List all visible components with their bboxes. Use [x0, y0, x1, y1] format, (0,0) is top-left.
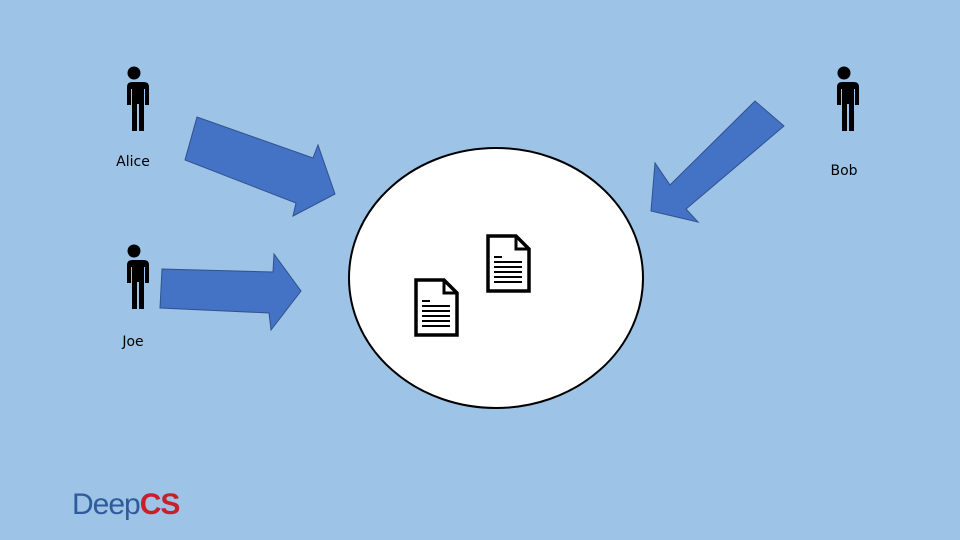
arrow-bob-icon — [650, 100, 785, 223]
person-label-alice: Alice — [116, 154, 150, 170]
arrow-joe-icon — [159, 252, 302, 332]
person-bob-icon — [834, 66, 859, 131]
person-label-joe: Joe — [122, 334, 144, 350]
document-icon — [414, 278, 459, 337]
arrow-alice-icon — [184, 116, 336, 217]
person-alice-icon — [124, 66, 149, 131]
person-joe-icon — [124, 244, 149, 309]
person-label-bob: Bob — [830, 163, 858, 179]
logo-text-cs: CS — [139, 488, 181, 521]
document-icon — [486, 234, 531, 293]
deepcs-logo: DeepCS — [72, 488, 181, 521]
logo-text-deep: Deep — [72, 488, 141, 521]
